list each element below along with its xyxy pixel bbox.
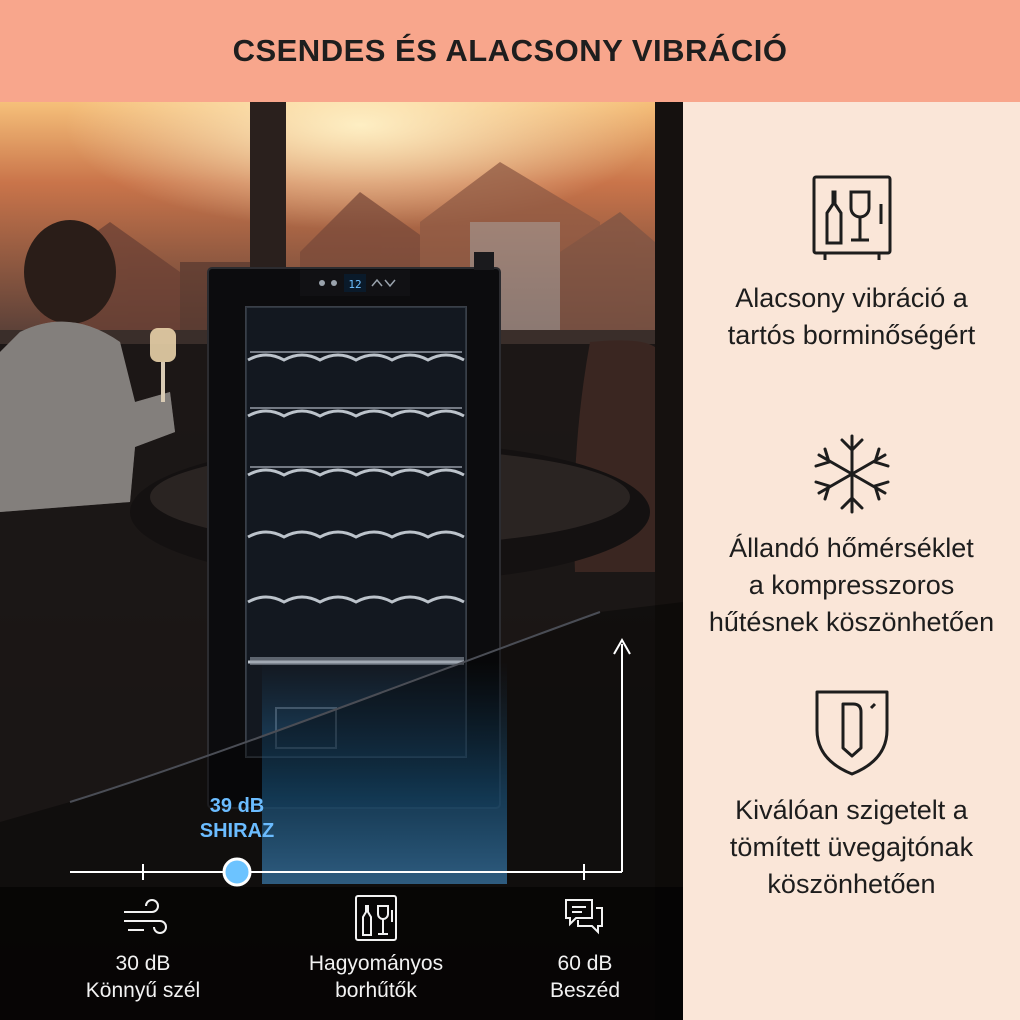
header-banner: CSENDES ÉS ALACSONY VIBRÁCIÓ	[0, 0, 1020, 102]
product-photo: 12 39 dB SHIRAZ 30 dB Könnyű szél Hagyom…	[0, 102, 683, 1020]
fridge-temperature-display: 12	[348, 278, 361, 291]
feature-text-low-vibration: Alacsony vibráció a tartós borminőségért	[727, 283, 976, 350]
scale-label-wind: 30 dB Könnyű szél	[85, 952, 201, 1002]
woman-silhouette	[0, 220, 176, 512]
noise-marker-dot	[222, 857, 252, 887]
scale-label-speech: 60 dB Beszéd	[549, 952, 621, 1002]
features-panel: Alacsony vibráció a tartós borminőségért…	[683, 102, 1020, 1020]
shield-icon	[815, 690, 888, 776]
wind-icon	[124, 899, 167, 934]
scale-label-traditional-coolers: Hagyományos borhűtők	[308, 952, 444, 1002]
feature-low-vibration: Alacsony vibráció a tartós borminőségért	[683, 174, 1020, 354]
page-title: CSENDES ÉS ALACSONY VIBRÁCIÓ	[232, 33, 788, 68]
wine-cabinet-icon	[812, 175, 891, 260]
feature-insulated-door: Kiválóan szigetelt a tömített üvegajtóna…	[683, 686, 1020, 903]
scale-arrow-icon	[613, 637, 631, 655]
wine-cabinet-icon	[355, 895, 397, 941]
scene-illustration: 12	[0, 102, 683, 1020]
speech-bubbles-icon	[565, 899, 603, 935]
feature-text-insulated-door: Kiválóan szigetelt a tömített üvegajtóna…	[729, 795, 974, 899]
feature-text-constant-temperature: Állandó hőmérséklet a kompresszoros hűté…	[708, 533, 995, 637]
snowflake-icon	[814, 434, 889, 514]
feature-constant-temperature: Állandó hőmérséklet a kompresszoros hűté…	[683, 432, 1020, 641]
noise-marker-label: 39 dB SHIRAZ	[199, 795, 275, 842]
